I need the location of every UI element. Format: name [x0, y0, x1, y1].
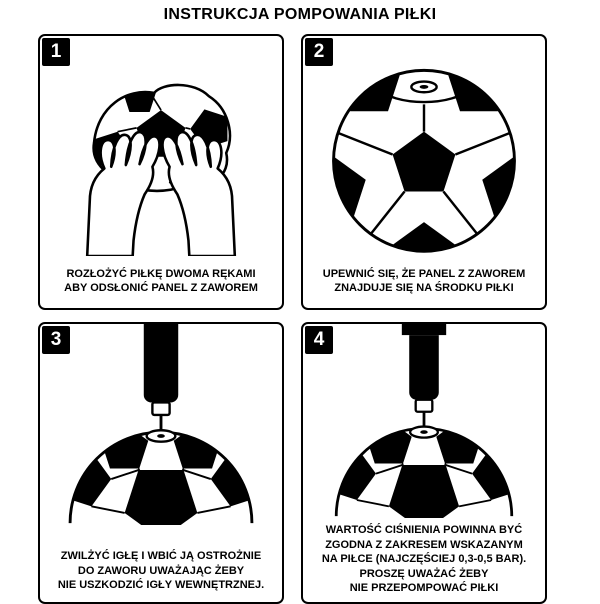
pump-cap: [402, 324, 446, 335]
step-caption: WARTOŚĆ CIŚNIENIA POWINNA BYĆ ZGODNA Z Z…: [303, 523, 545, 596]
step-number-badge: 1: [42, 38, 70, 66]
page-title: INSTRUKCJA POMPOWANIA PIŁKI: [0, 6, 600, 24]
needle-collar: [152, 402, 169, 414]
soccer-ball-valve-illustration: [317, 48, 531, 262]
step-number-badge: 4: [305, 326, 333, 354]
inflation-pressure-illustration: [313, 324, 535, 518]
step-panel-3: 3 ZWILŻYĆ IGŁĘ I WBIĆ JĄ OSTROŻN: [38, 322, 284, 604]
step-number-badge: 3: [42, 326, 70, 354]
step-panel-4: 4 WARTOŚĆ CIŚNIENIA POWINNA: [301, 322, 547, 604]
step-panel-2: 2 UPEWNIĆ SIĘ, ŻE PANEL Z ZAWOREM ZNAJDU…: [301, 34, 547, 310]
needle-insertion-illustration: [46, 324, 276, 525]
hands-opening-deflated-ball-illustration: [58, 50, 264, 256]
step-panel-1: 1 ROZŁOŻYĆ PIŁKĘ DWOMA RĘKAMI ABY: [38, 34, 284, 310]
step-caption: ROZŁOŻYĆ PIŁKĘ DWOMA RĘKAMI ABY ODSŁONIĆ…: [40, 267, 282, 296]
step-number-badge: 2: [305, 38, 333, 66]
step-caption: ZWILŻYĆ IGŁĘ I WBIĆ JĄ OSTROŻNIE DO ZAWO…: [40, 549, 282, 593]
pump-body: [409, 335, 439, 400]
needle-collar: [416, 400, 433, 412]
step-caption: UPEWNIĆ SIĘ, ŻE PANEL Z ZAWOREM ZNAJDUJE…: [303, 267, 545, 296]
pump-body: [144, 324, 178, 402]
